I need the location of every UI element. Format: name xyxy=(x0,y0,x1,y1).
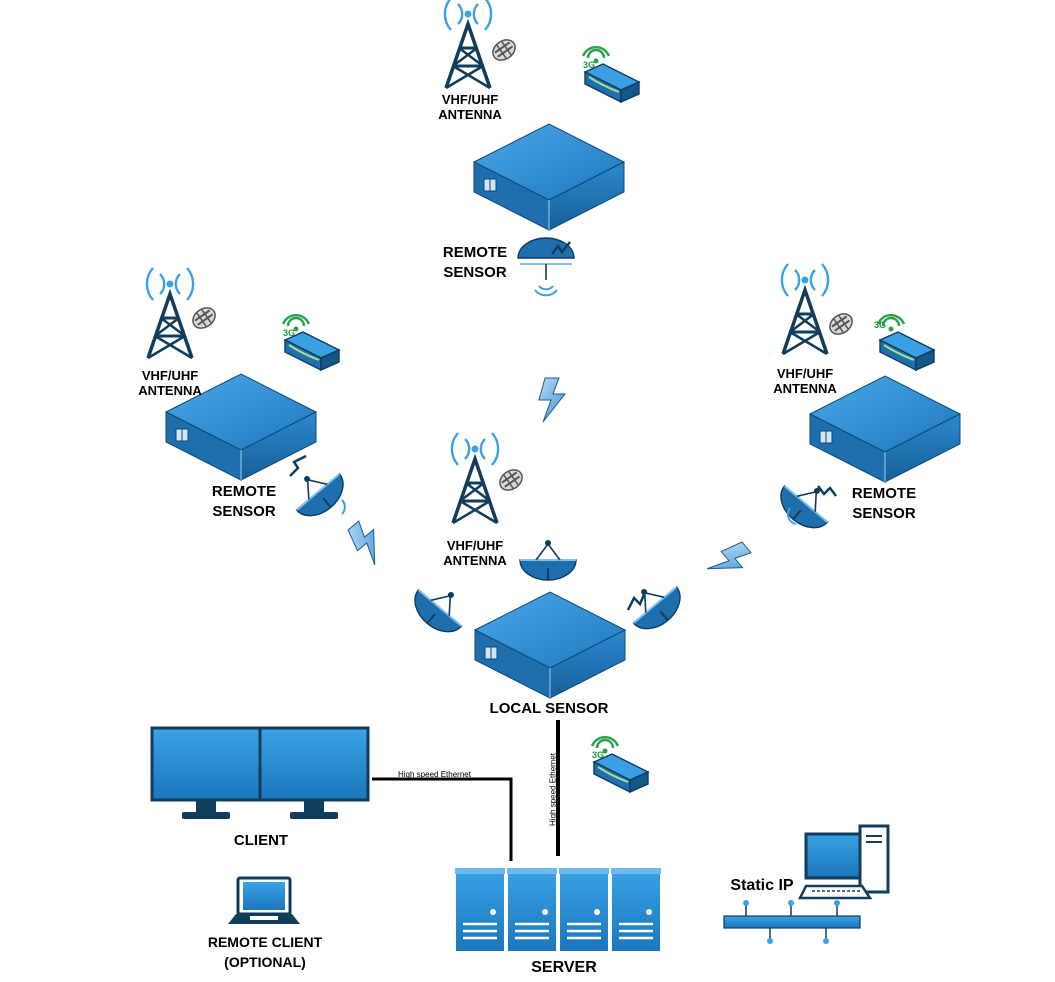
antenna-label-line: VHF/UHF xyxy=(446,538,504,553)
client-label: CLIENT xyxy=(233,832,289,849)
sensor-label-line: SENSOR xyxy=(212,503,276,520)
right-remote-sensor xyxy=(770,262,961,539)
local-sensor-label: LOCAL SENSOR xyxy=(489,700,609,717)
ethernet-link-label: High speed Ethernet xyxy=(398,770,471,779)
antenna-label-line: ANTENNA xyxy=(773,381,837,396)
top-remote-sensor xyxy=(443,0,641,297)
server-unit-icon xyxy=(557,866,611,954)
satellite-dish-icon xyxy=(282,457,354,527)
server-unit-icon xyxy=(453,866,507,954)
antenna-label: VHF/UHF ANTENNA xyxy=(135,368,205,398)
static-ip-network xyxy=(723,824,890,944)
remote-client-label-line: REMOTE CLIENT xyxy=(207,934,323,950)
antenna-label-line: VHF/UHF xyxy=(441,92,499,107)
static-ip-label: Static IP xyxy=(730,877,794,894)
local-sensor xyxy=(404,431,691,699)
antenna-label-line: ANTENNA xyxy=(443,553,507,568)
remote-client-label: REMOTE CLIENT (OPTIONAL) xyxy=(190,932,340,972)
monitor-icon xyxy=(258,726,370,821)
vhf-uhf-antenna-icon xyxy=(145,266,195,360)
3g-modem-icon xyxy=(590,735,650,794)
client-workstation xyxy=(150,726,370,821)
remote-client-label-line: (OPTIONAL) xyxy=(224,954,306,970)
satellite-icon xyxy=(488,34,520,66)
satellite-dish-icon xyxy=(517,237,575,297)
sensor-label-line: SENSOR xyxy=(852,505,916,522)
antenna-label-line: ANTENNA xyxy=(138,383,202,398)
sensor-box-icon xyxy=(473,123,625,231)
left-remote-sensor xyxy=(145,266,354,527)
desktop-computer-icon xyxy=(797,824,890,900)
antenna-label-line: ANTENNA xyxy=(438,107,502,122)
ethernet-client-server-line xyxy=(372,777,513,861)
satellite-icon xyxy=(825,308,857,340)
sensor-label-line: REMOTE xyxy=(851,485,917,502)
remote-sensor-label: REMOTE SENSOR xyxy=(844,484,924,524)
3g-modem-icon xyxy=(281,313,341,372)
remote-sensor-label: REMOTE SENSOR xyxy=(435,243,515,283)
server-unit-icon xyxy=(609,866,663,954)
sensor-label-line: SENSOR xyxy=(443,264,507,281)
vhf-uhf-antenna-icon xyxy=(450,431,500,525)
3g-badge: 3G xyxy=(583,60,596,70)
satellite-icon xyxy=(495,464,527,496)
satellite-dish-icon xyxy=(770,469,842,539)
satellite-dish-icon xyxy=(404,573,476,643)
sensor-label-line: REMOTE xyxy=(211,483,277,500)
3g-modem-icon xyxy=(581,45,641,104)
server-label: SERVER xyxy=(531,959,597,976)
satellite-dish-icon xyxy=(519,539,577,581)
wireless-link-icon xyxy=(342,516,393,569)
server-unit-icon xyxy=(505,866,559,954)
sensor-box-icon xyxy=(474,591,626,699)
wireless-link-icon xyxy=(703,536,756,587)
monitor-icon xyxy=(150,726,262,821)
laptop-icon xyxy=(228,876,300,924)
3g-badge: 3G xyxy=(874,320,887,330)
antenna-label: VHF/UHF ANTENNA xyxy=(770,366,840,396)
network-bus xyxy=(723,915,861,929)
3g-badge: 3G xyxy=(592,750,605,760)
wireless-link-icon xyxy=(538,377,566,423)
antenna-label-line: VHF/UHF xyxy=(776,366,834,381)
server-rack xyxy=(453,866,663,954)
3g-badge: 3G xyxy=(283,328,296,338)
remote-sensor-label: REMOTE SENSOR xyxy=(204,482,284,522)
sensor-label-line: REMOTE xyxy=(442,244,508,261)
vhf-uhf-antenna-icon xyxy=(443,0,493,90)
3g-modem-icon xyxy=(876,313,936,372)
satellite-icon xyxy=(188,302,220,334)
ethernet-link-label: High speed Ethernet xyxy=(548,753,558,826)
vhf-uhf-antenna-icon xyxy=(780,262,830,356)
antenna-label-line: VHF/UHF xyxy=(141,368,199,383)
antenna-label: VHF/UHF ANTENNA xyxy=(440,538,510,568)
antenna-label: VHF/UHF ANTENNA xyxy=(435,92,505,122)
